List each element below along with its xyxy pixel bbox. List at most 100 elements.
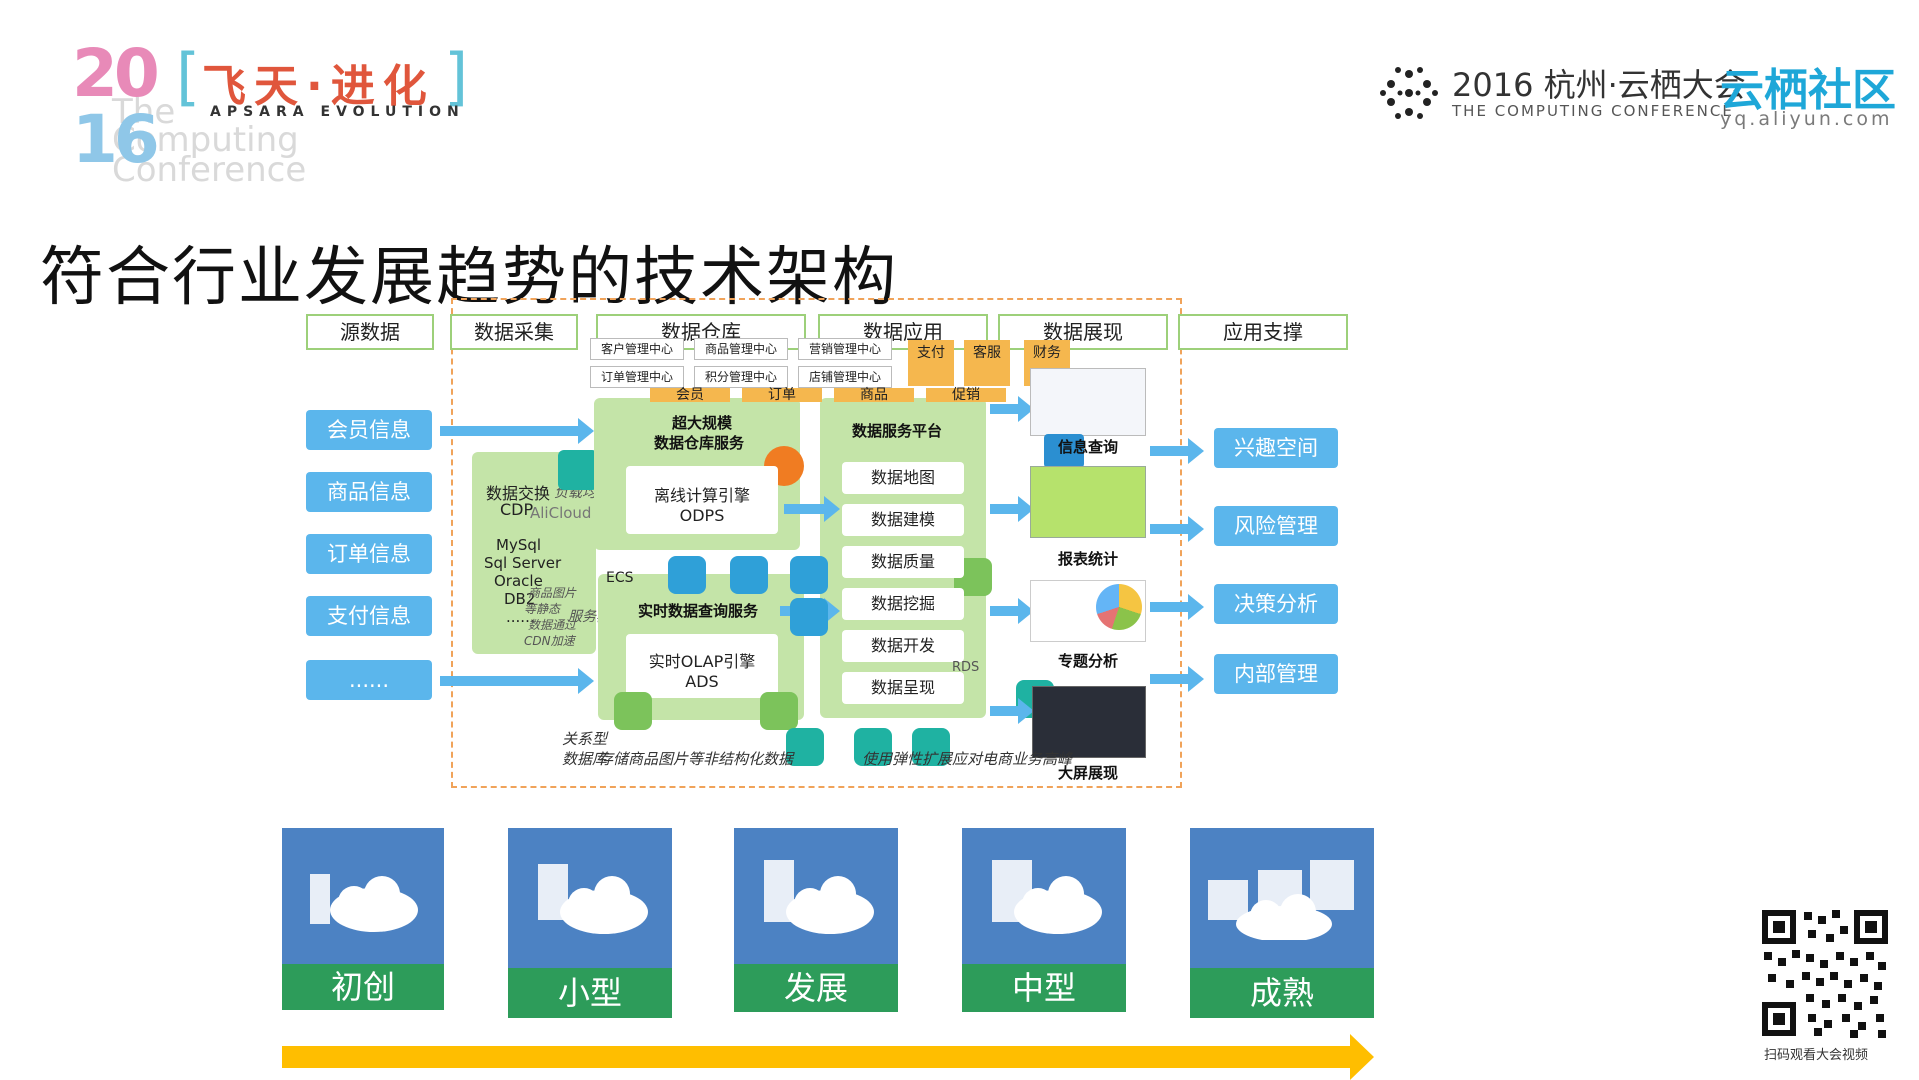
collection-line-7: ......	[506, 608, 535, 626]
growth-progress-arrow	[282, 1034, 1374, 1080]
collection-overlay-4: 等静态	[524, 602, 561, 616]
support-interest: 兴趣空间	[1214, 428, 1338, 468]
pie-chart-icon	[1096, 584, 1142, 630]
qr-code[interactable]	[1758, 906, 1892, 1040]
yunqi-url: yq.aliyun.com	[1720, 108, 1893, 130]
warehouse-title-1: 超大规模	[672, 414, 733, 432]
cloud-conference-icon	[1380, 67, 1438, 119]
arrow-platform-to-display-1	[990, 396, 1034, 422]
stage-mature: 成熟	[1190, 828, 1374, 1018]
source-item-product: 商品信息	[306, 472, 432, 512]
stage-initial-label: 初创	[282, 964, 444, 1010]
architecture-frame	[451, 298, 1182, 788]
arrow-display-to-support-2	[1150, 516, 1204, 542]
arrow-display-to-support-1	[1150, 438, 1204, 464]
report-thumbnail	[1030, 466, 1146, 538]
footer-note-2: 数据库	[562, 750, 608, 768]
stage-growth: 发展	[734, 828, 898, 1012]
cloud-server-icon-7	[760, 692, 798, 730]
qr-code-icon	[1758, 906, 1892, 1040]
conference-logo-right: 2016 杭州·云栖大会 THE COMPUTING CONFERENCE 云栖…	[1378, 58, 1898, 138]
logo-bg-text-3: Conference	[112, 150, 307, 190]
support-decision: 决策分析	[1214, 584, 1338, 624]
big-screen-thumbnail	[1032, 686, 1146, 758]
arrow-platform-to-display-2	[990, 496, 1034, 522]
mgmt-box-marketing: 营销管理中心	[798, 338, 892, 360]
cloud-server-icon-4	[790, 598, 828, 636]
logo-bg-text-2: Computing	[112, 120, 299, 160]
service-box-cs: 客服	[964, 340, 1010, 386]
collection-line-6: DB2	[504, 590, 536, 608]
collection-line-2: CDP	[500, 500, 534, 519]
olap-engine-label: 实时OLAP引擎	[648, 652, 756, 671]
mgmt-box-order: 订单管理中心	[590, 366, 684, 388]
col-header-collect: 数据采集	[450, 314, 578, 350]
platform-item-mining: 数据挖掘	[842, 588, 964, 620]
orange-promo: 促销	[926, 388, 1006, 402]
logo-bg-text-1: The	[112, 92, 176, 132]
platform-item-map: 数据地图	[842, 462, 964, 494]
display-info-query: 信息查询	[1058, 438, 1119, 456]
source-item-order: 订单信息	[306, 534, 432, 574]
display-big-screen: 大屏展现	[1058, 764, 1119, 782]
platform-item-dev: 数据开发	[842, 630, 964, 662]
offline-engine-name: ODPS	[679, 506, 725, 525]
cloud-server-icon-2	[730, 556, 768, 594]
arrow-source-to-warehouse-top	[440, 418, 594, 444]
collection-line-4: Sql Server	[484, 554, 562, 572]
col-header-support: 应用支撑	[1178, 314, 1348, 350]
source-item-more: ......	[306, 660, 432, 700]
building-cloud-icon	[764, 860, 874, 934]
info-query-thumbnail	[1030, 368, 1146, 436]
building-cloud-icon	[538, 864, 648, 934]
conference-subtitle: THE COMPUTING CONFERENCE	[1452, 102, 1734, 120]
display-report: 报表统计	[1058, 550, 1119, 568]
logo-bracket-right: ]	[444, 40, 469, 113]
olap-engine-box: 实时OLAP引擎 ADS	[626, 634, 778, 698]
mgmt-box-store: 店铺管理中心	[798, 366, 892, 388]
building-cloud-icon	[310, 874, 418, 932]
platform-item-quality: 数据质量	[842, 546, 964, 578]
mgmt-box-customer: 客户管理中心	[590, 338, 684, 360]
stage-medium-label: 中型	[962, 964, 1126, 1012]
collection-overlay-5: 数据通过	[528, 618, 577, 632]
logo-title-cn: 飞天·进化	[202, 61, 435, 112]
logo-title-en: APSARA EVOLUTION	[210, 104, 465, 120]
building-cloud-icon	[992, 860, 1102, 934]
arrow-platform-to-display-3	[990, 598, 1034, 624]
mgmt-box-points: 积分管理中心	[694, 366, 788, 388]
stage-initial: 初创	[282, 828, 444, 1012]
arrow-platform-to-display-4	[990, 698, 1034, 724]
logo-bracket-left: [	[176, 40, 201, 113]
collection-line-3: MySql	[496, 536, 542, 554]
arrow-display-to-support-4	[1150, 666, 1204, 692]
footer-note-3: 存储商品图片等非结构化数据	[598, 750, 794, 768]
cloud-db-icon-2	[854, 728, 892, 766]
arrow-display-to-support-3	[1150, 594, 1204, 620]
col-header-source: 源数据	[306, 314, 434, 350]
cloud-server-icon-3	[790, 556, 828, 594]
logo-year-top: 20	[72, 35, 160, 112]
orange-member: 会员	[650, 388, 730, 402]
collection-line-5: Oracle	[494, 572, 543, 590]
stage-medium: 中型	[962, 828, 1126, 1012]
cloud-db-icon-1	[786, 728, 824, 766]
load-balancer-icon	[558, 450, 598, 490]
logo-year-bottom: 16	[72, 101, 160, 178]
realtime-title: 实时数据查询服务	[638, 602, 759, 620]
conference-logo-left: The Computing Conference 20 16 [ 飞天·进化 ]…	[72, 35, 492, 194]
page-title: 符合行业发展趋势的技术架构	[40, 241, 898, 315]
conference-title: 2016 杭州·云栖大会	[1452, 66, 1746, 104]
support-risk: 风险管理	[1214, 506, 1338, 546]
orange-order: 订单	[742, 388, 822, 402]
qr-caption: 扫码观看大会视频	[1764, 1048, 1869, 1063]
service-box-pay: 支付	[908, 340, 954, 386]
rds-label: RDS	[952, 660, 980, 675]
yunqi-brand: 云栖社区	[1720, 65, 1896, 116]
stage-mature-label: 成熟	[1190, 968, 1374, 1018]
support-internal: 内部管理	[1214, 654, 1338, 694]
ecs-label: ECS	[606, 570, 634, 586]
arrow-offline-to-platform	[784, 496, 840, 522]
cloud-server-icon-1	[668, 556, 706, 594]
collection-overlay-3: 商品图片	[528, 586, 577, 600]
